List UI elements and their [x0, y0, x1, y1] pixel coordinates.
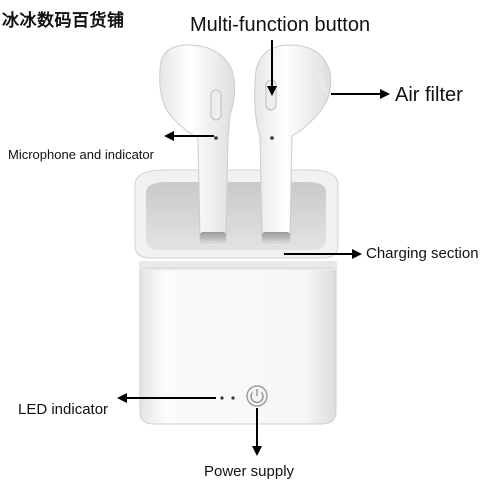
left-earbud	[159, 44, 236, 247]
label-power-supply: Power supply	[204, 463, 295, 480]
label-microphone-and-indicator: Microphone and indicator	[8, 147, 154, 162]
arrow-power-supply	[252, 408, 262, 456]
label-multi-function-button: Multi-function button	[190, 14, 371, 36]
label-led-indicator: LED indicator	[18, 401, 109, 418]
power-button-icon	[246, 385, 268, 407]
arrow-led-indicator	[117, 393, 216, 403]
case-lid	[134, 169, 339, 259]
store-watermark: 冰冰数码百货铺	[2, 11, 125, 31]
arrow-charging-section	[284, 249, 362, 259]
charging-case	[139, 261, 337, 425]
arrow-air-filter	[331, 89, 390, 99]
arrow-microphone	[164, 131, 214, 141]
arrow-multi-function	[267, 40, 277, 96]
label-charging-section: Charging section	[366, 245, 479, 262]
label-air-filter: Air filter	[395, 84, 463, 106]
led-dots	[220, 396, 235, 400]
